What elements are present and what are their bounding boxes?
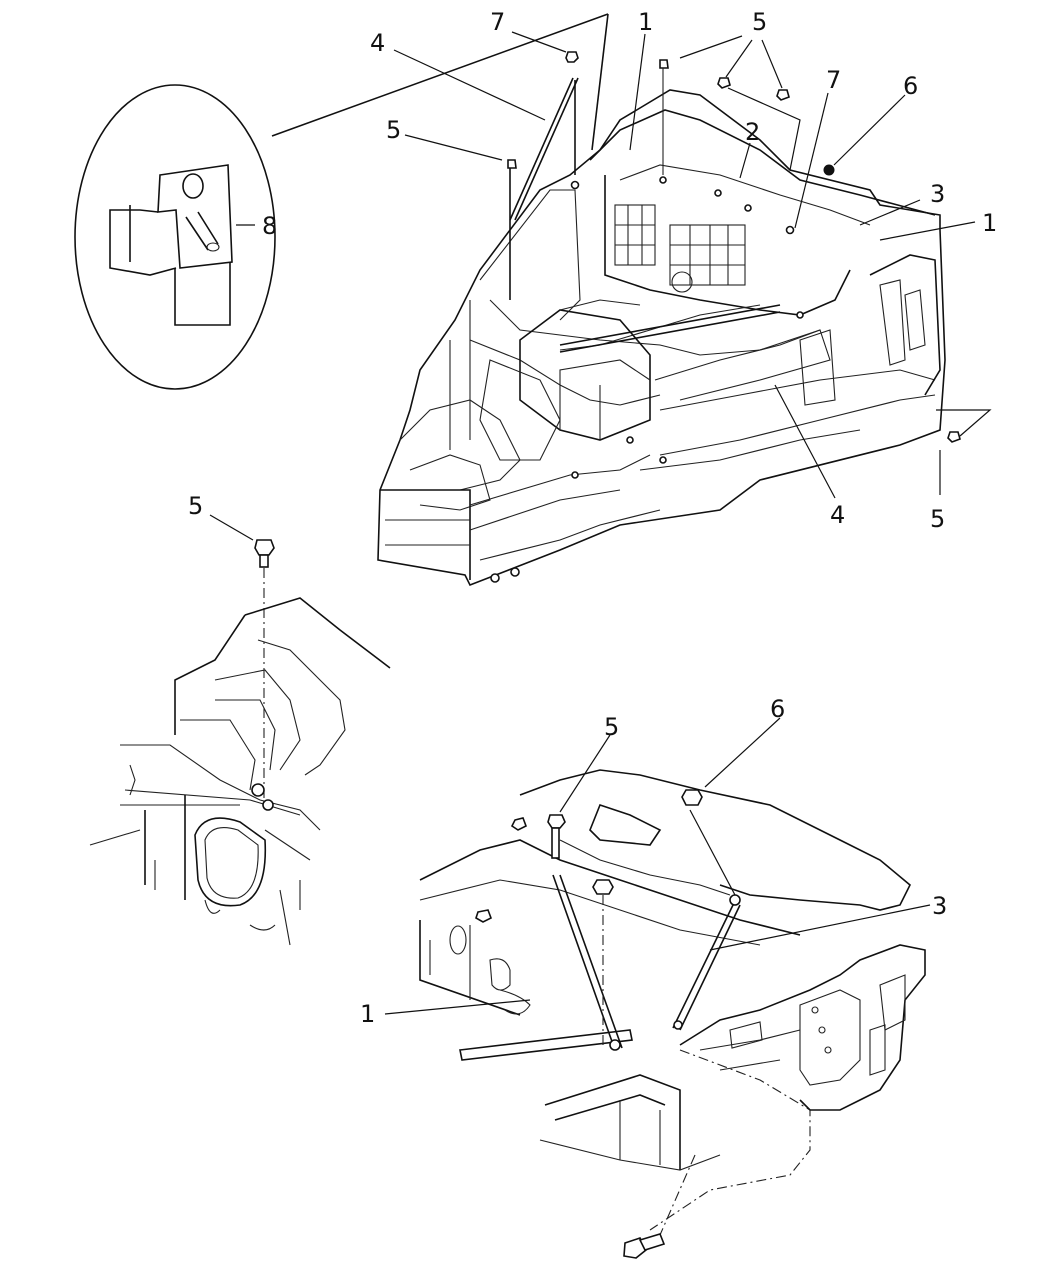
fasteners-top bbox=[507, 51, 961, 443]
callout-3-top: 3 bbox=[930, 180, 945, 208]
cowl-detail-left: 5 bbox=[89, 492, 391, 946]
callout-6-lower: 6 bbox=[770, 695, 785, 723]
callout-1-right: 1 bbox=[982, 209, 997, 237]
callout-1-top: 1 bbox=[638, 8, 653, 36]
front-structure-assembly bbox=[377, 89, 946, 587]
callout-5-right: 5 bbox=[930, 505, 945, 533]
callout-5-mid: 5 bbox=[188, 492, 203, 520]
lower-strut-detail: 5 6 3 1 bbox=[360, 695, 947, 1259]
callout-4-bottom: 4 bbox=[830, 501, 845, 529]
callout-4-left: 4 bbox=[370, 29, 385, 57]
grid-panel-left bbox=[614, 204, 656, 266]
strut-rods bbox=[509, 77, 781, 353]
callout-6-top: 6 bbox=[903, 72, 918, 100]
callout-7-left: 7 bbox=[490, 8, 505, 36]
callout-5-top: 5 bbox=[752, 8, 767, 36]
callout-2: 2 bbox=[745, 118, 760, 146]
bracket-part-8 bbox=[109, 164, 233, 326]
callout-3-lower: 3 bbox=[932, 892, 947, 920]
callout-5-left: 5 bbox=[386, 116, 401, 144]
callout-5-lower: 5 bbox=[604, 713, 619, 741]
callout-8: 8 bbox=[262, 212, 277, 240]
grid-panel-right bbox=[669, 224, 746, 293]
callout-7-right: 7 bbox=[826, 66, 841, 94]
callout-1-lower: 1 bbox=[360, 1000, 375, 1028]
detail-inset: 8 bbox=[74, 13, 609, 390]
leaders-top bbox=[393, 31, 992, 499]
